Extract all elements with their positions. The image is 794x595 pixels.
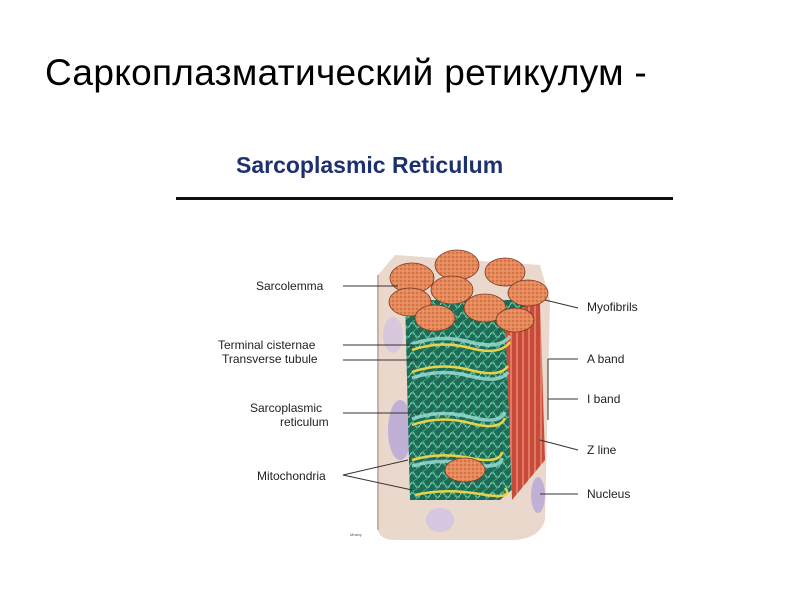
reticulum-mesh — [405, 300, 540, 500]
label-z-line: Z line — [587, 443, 617, 457]
label-mitochondria: Mitochondria — [257, 469, 326, 483]
label-myofibrils: Myofibrils — [587, 300, 638, 314]
label-sarcoplasmic-2: reticulum — [280, 415, 329, 429]
label-sarcoplasmic-1: Sarcoplasmic — [250, 401, 322, 415]
nucleus-right-shape — [531, 477, 545, 513]
striated-band — [505, 300, 545, 500]
nucleus-left-shape — [388, 400, 412, 460]
slide-title: Саркоплазматический ретикулум - — [45, 52, 648, 93]
leader-lines — [342, 285, 579, 495]
label-transverse-tubule: Transverse tubule — [222, 352, 318, 366]
label-nucleus: Nucleus — [587, 487, 630, 501]
figure-credit: Mosby — [350, 532, 362, 537]
myofibril-ends — [388, 249, 549, 483]
label-sarcolemma: Sarcolemma — [256, 279, 324, 293]
title-rule — [176, 197, 673, 200]
figure-title: Sarcoplasmic Reticulum — [236, 152, 504, 178]
label-i-band: I band — [587, 392, 620, 406]
label-terminal-cisternae: Terminal cisternae — [218, 338, 316, 352]
label-a-band: A band — [587, 352, 624, 366]
transverse-tubules — [411, 341, 512, 498]
